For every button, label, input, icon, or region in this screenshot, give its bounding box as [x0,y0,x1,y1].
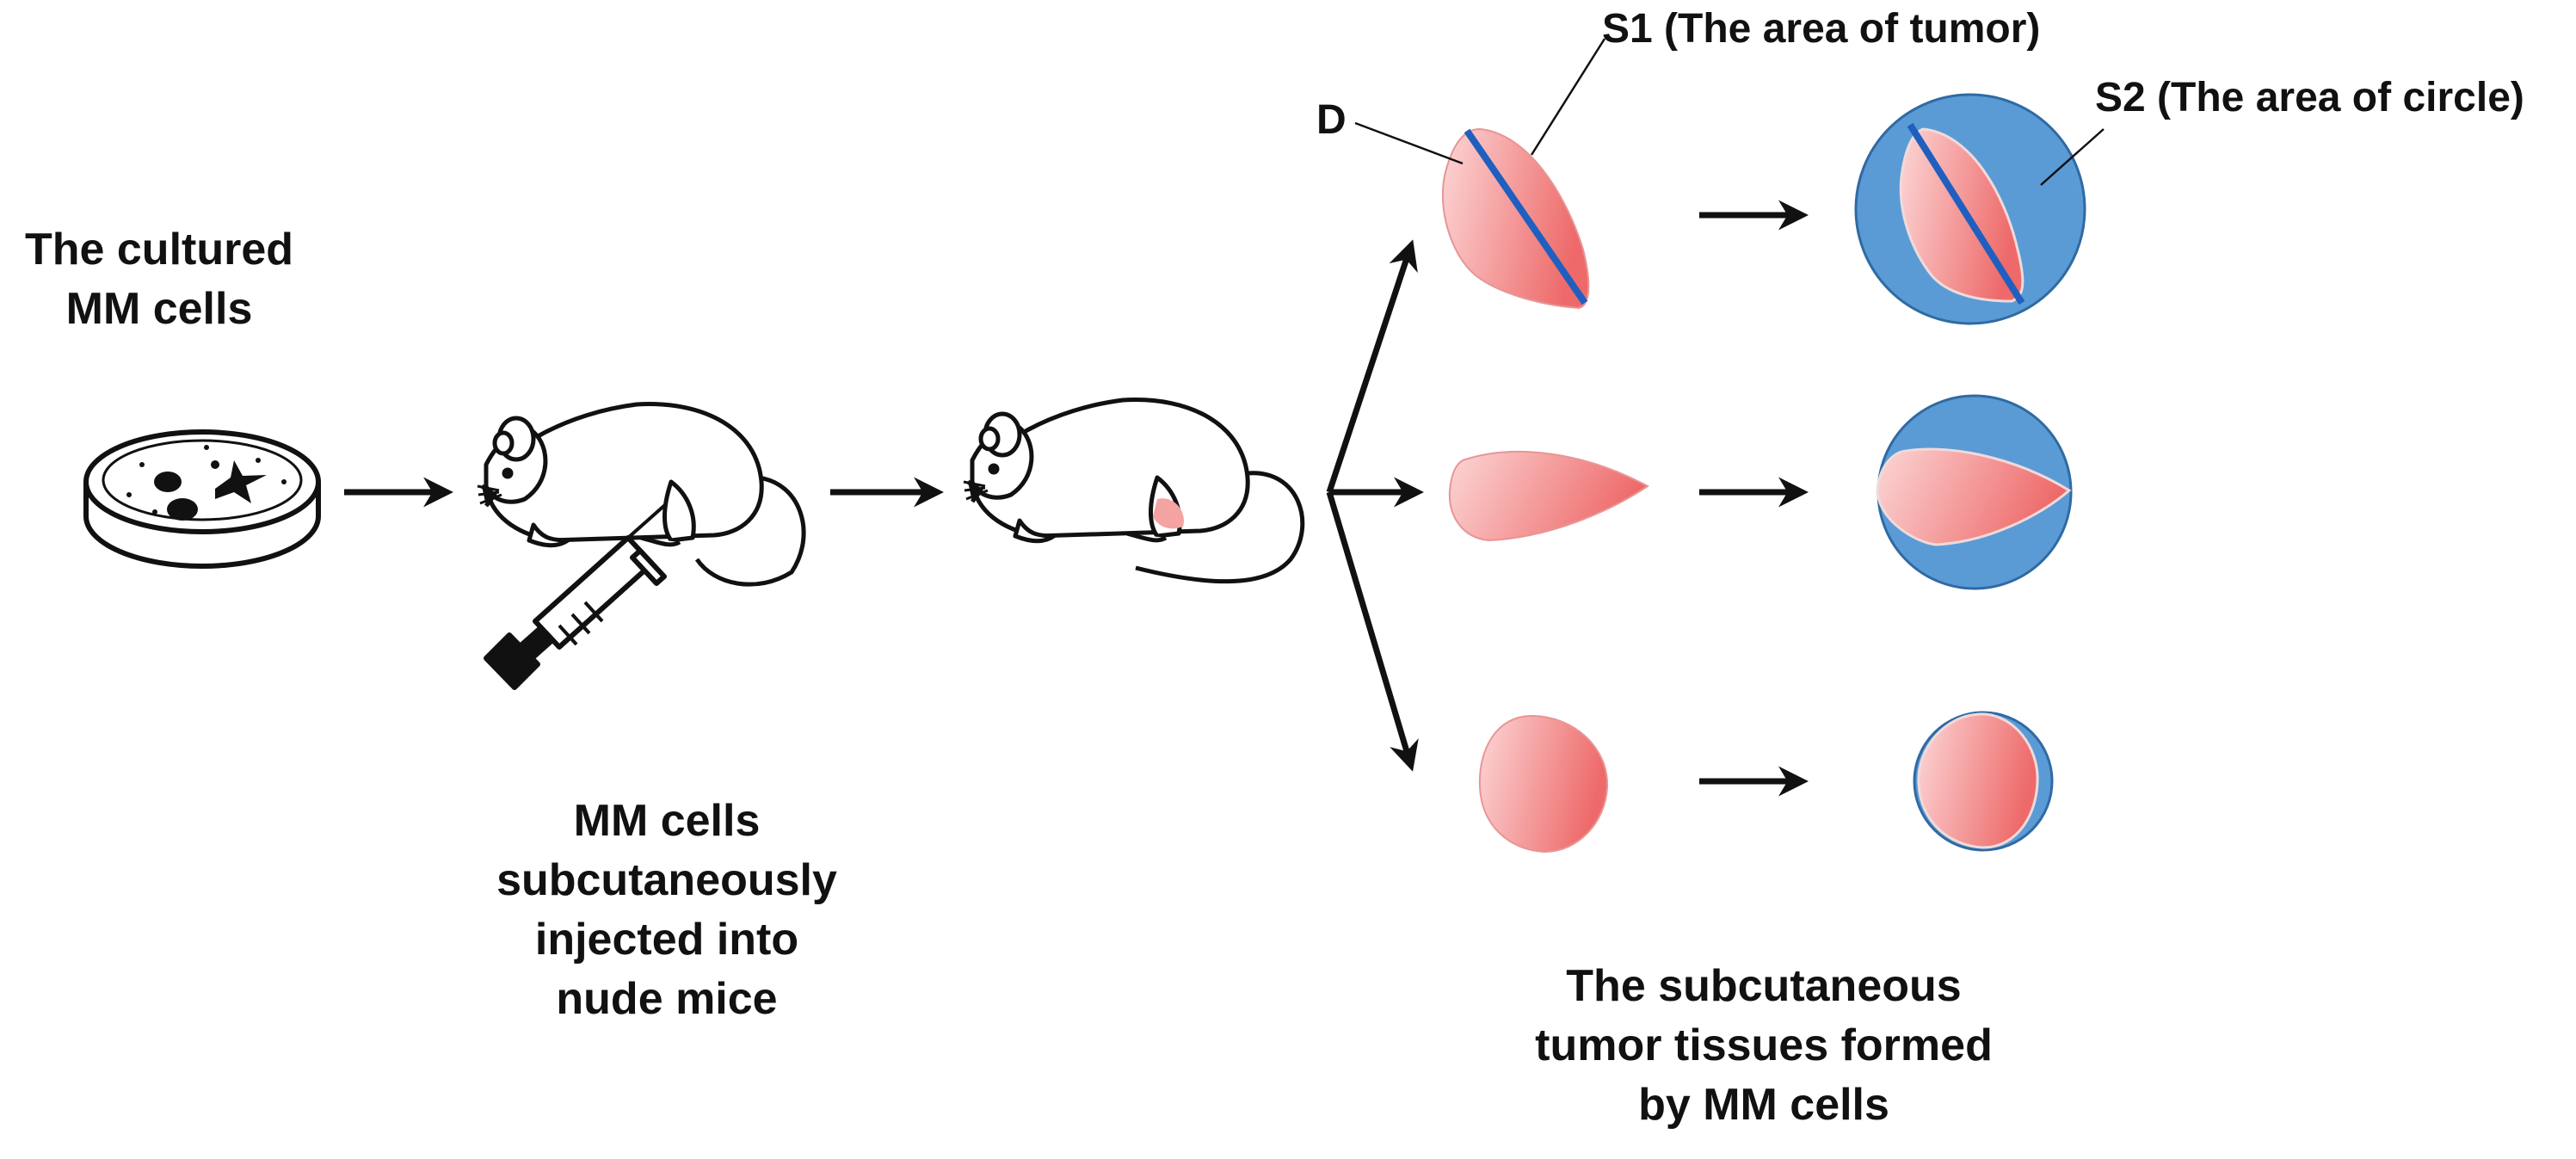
circle-area-label: S2 (The area of circle) [2095,75,2524,120]
s2-leader-line [2040,128,2105,186]
tumor-bump [1153,498,1184,529]
arrow-icon [1326,490,1419,772]
petri-dish-icon [83,429,321,569]
circle-tumor-1 [1854,93,2086,325]
circle-tumor-2 [1876,394,2073,590]
mouse-icon [963,398,1305,584]
cultured-cells-label: The cultured MM cells [24,225,294,335]
injection-label: MM cells subcutaneously injected into nu… [496,796,837,1025]
tumor-tissue-3 [1478,714,1609,854]
d-leader-line [1354,121,1464,165]
mouse-icon [477,402,806,587]
tumor-tissues-label: The subcutaneous tumor tissues formed by… [1535,961,1993,1131]
arrow-icon [1326,239,1418,494]
tumor-area-label: S1 (The area of tumor) [1602,6,2041,52]
tumor-tissue-2 [1448,451,1649,542]
syringe-icon [484,502,669,690]
s1-leader-line [1530,38,1606,156]
diameter-label: D [1316,97,1347,143]
circle-tumor-3 [1913,711,2054,852]
tumor-tissue-1 [1442,127,1590,310]
